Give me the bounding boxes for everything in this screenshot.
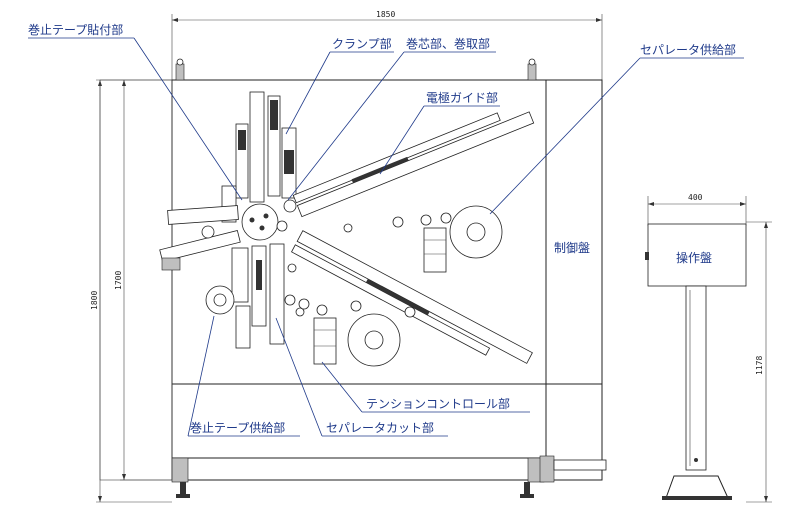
label-clamp: クランプ部	[332, 36, 392, 51]
label-tape-attach: 巻止テープ貼付部	[28, 22, 123, 37]
mechanism	[159, 91, 535, 367]
dim-frame-height-total: 1800	[90, 291, 99, 310]
label-operation-panel: 操作盤	[676, 250, 712, 265]
label-tape-feed: 巻止テープ供給部	[190, 420, 285, 435]
dim-panel-width: 400	[688, 193, 703, 202]
operation-panel-stand	[645, 223, 747, 500]
label-separator-feed: セパレータ供給部	[640, 42, 736, 57]
label-tension-control: テンションコントロール部	[366, 396, 510, 411]
dim-panel-height: 1178	[755, 356, 764, 375]
label-separator-cut: セパレータカット部	[326, 420, 434, 435]
dim-frame-width: 1850	[376, 10, 395, 19]
machine-frame	[99, 58, 607, 498]
dim-frame-height-inner: 1700	[114, 271, 123, 290]
callouts: 巻止テープ貼付部 クランプ部 巻芯部、巻取部 セパレータ供給部 電極ガイド部 制…	[28, 22, 744, 437]
label-electrode-guide: 電極ガイド部	[426, 90, 498, 105]
label-winding-core: 巻芯部、巻取部	[406, 36, 490, 51]
label-control-panel: 制御盤	[554, 240, 590, 255]
